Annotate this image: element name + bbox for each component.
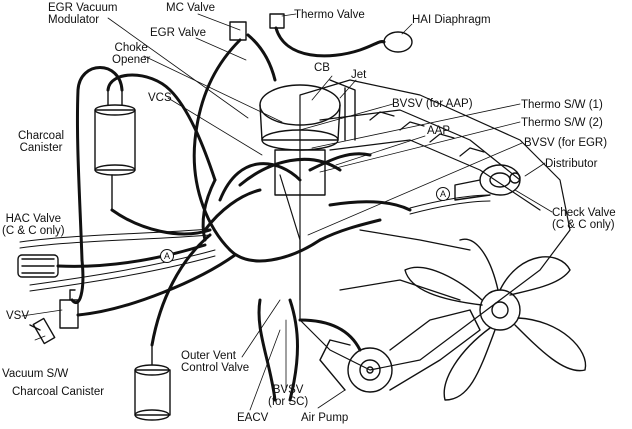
carburetor <box>259 79 356 196</box>
air-pump <box>319 309 481 393</box>
label-air-pump: Air Pump <box>301 412 349 424</box>
cooling-fan <box>404 238 587 401</box>
label-bvsv-egr: BVSV (for EGR) <box>524 137 608 149</box>
engine-block <box>279 79 571 371</box>
label-vsv: VSV <box>6 310 30 322</box>
distributor <box>454 164 521 201</box>
label-check-valve: Check Valve (C & C only) <box>552 207 616 231</box>
connection-marker-a-right: A <box>436 187 450 201</box>
label-thermo-sw-1: Thermo S/W (1) <box>521 99 603 111</box>
label-hac-valve: HAC Valve (C & C only) <box>2 213 65 237</box>
label-vcs: VCS <box>148 92 172 104</box>
label-choke-opener: Choke Opener <box>112 42 151 66</box>
label-cb: CB <box>314 62 330 74</box>
charcoal-canister-top <box>94 89 136 211</box>
label-jet: Jet <box>351 69 367 81</box>
label-bvsv-aap: BVSV (for AAP) <box>392 98 473 110</box>
leader-lines <box>21 13 553 411</box>
label-outer-vent-control-valve: Outer Vent Control Valve <box>181 350 250 374</box>
label-egr-valve: EGR Valve <box>150 27 207 39</box>
label-eacv: EACV <box>237 412 269 424</box>
label-distributor: Distributor <box>545 158 598 170</box>
hac-valve <box>17 254 59 278</box>
label-thermo-sw-2: Thermo S/W (2) <box>521 117 603 129</box>
label-egr-vacuum-modulator: EGR Vacuum Modulator <box>48 2 118 26</box>
vsv-assembly <box>29 289 79 345</box>
label-charcoal-canister-top: Charcoal Canister <box>18 130 65 154</box>
label-charcoal-canister-bottom: Charcoal Canister <box>12 386 105 398</box>
label-hai-diaphragm: HAI Diaphragm <box>412 14 491 26</box>
shaded-hoses <box>19 194 491 292</box>
label-aap: AAP <box>427 125 451 137</box>
mc-valve <box>229 21 247 41</box>
vacuum-hoses <box>56 26 412 402</box>
connection-marker-a-left: A <box>160 249 174 263</box>
label-bvsv-sc: BVSV (for SC) <box>268 384 309 408</box>
label-mc-valve: MC Valve <box>166 2 215 14</box>
label-thermo-valve: Thermo Valve <box>294 9 365 21</box>
label-vacuum-sw: Vacuum S/W <box>2 368 69 380</box>
charcoal-canister-bottom <box>134 344 171 421</box>
